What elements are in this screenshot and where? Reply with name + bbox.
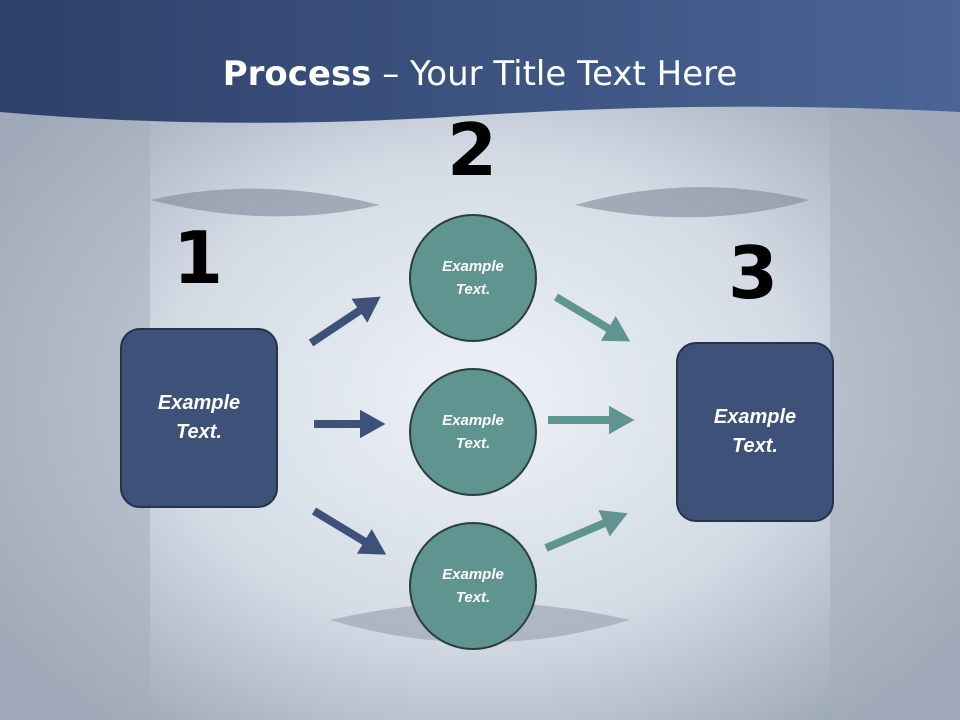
title-rest: – Your Title Text Here bbox=[371, 54, 738, 94]
header-band bbox=[0, 0, 960, 123]
circle-top-text: Example Text. bbox=[442, 258, 504, 298]
left-box-text: Example Text. bbox=[157, 392, 241, 443]
circle-top: Example Text. bbox=[409, 214, 537, 342]
title-bold: Process bbox=[222, 54, 372, 94]
circle-bottom: Example Text. bbox=[409, 522, 537, 650]
left-process-box: Example Text. bbox=[120, 328, 278, 508]
circle-middle: Example Text. bbox=[409, 368, 537, 496]
circle-middle-text: Example Text. bbox=[442, 412, 504, 452]
right-process-box: Example Text. bbox=[676, 342, 834, 522]
step-number-3: 3 bbox=[727, 231, 779, 315]
step-number-2: 2 bbox=[446, 108, 498, 192]
step-number-1: 1 bbox=[172, 216, 224, 300]
right-box-text: Example Text. bbox=[713, 406, 797, 457]
circle-bottom-text: Example Text. bbox=[442, 566, 504, 606]
slide-title: Process – Your Title Text Here bbox=[0, 54, 960, 94]
